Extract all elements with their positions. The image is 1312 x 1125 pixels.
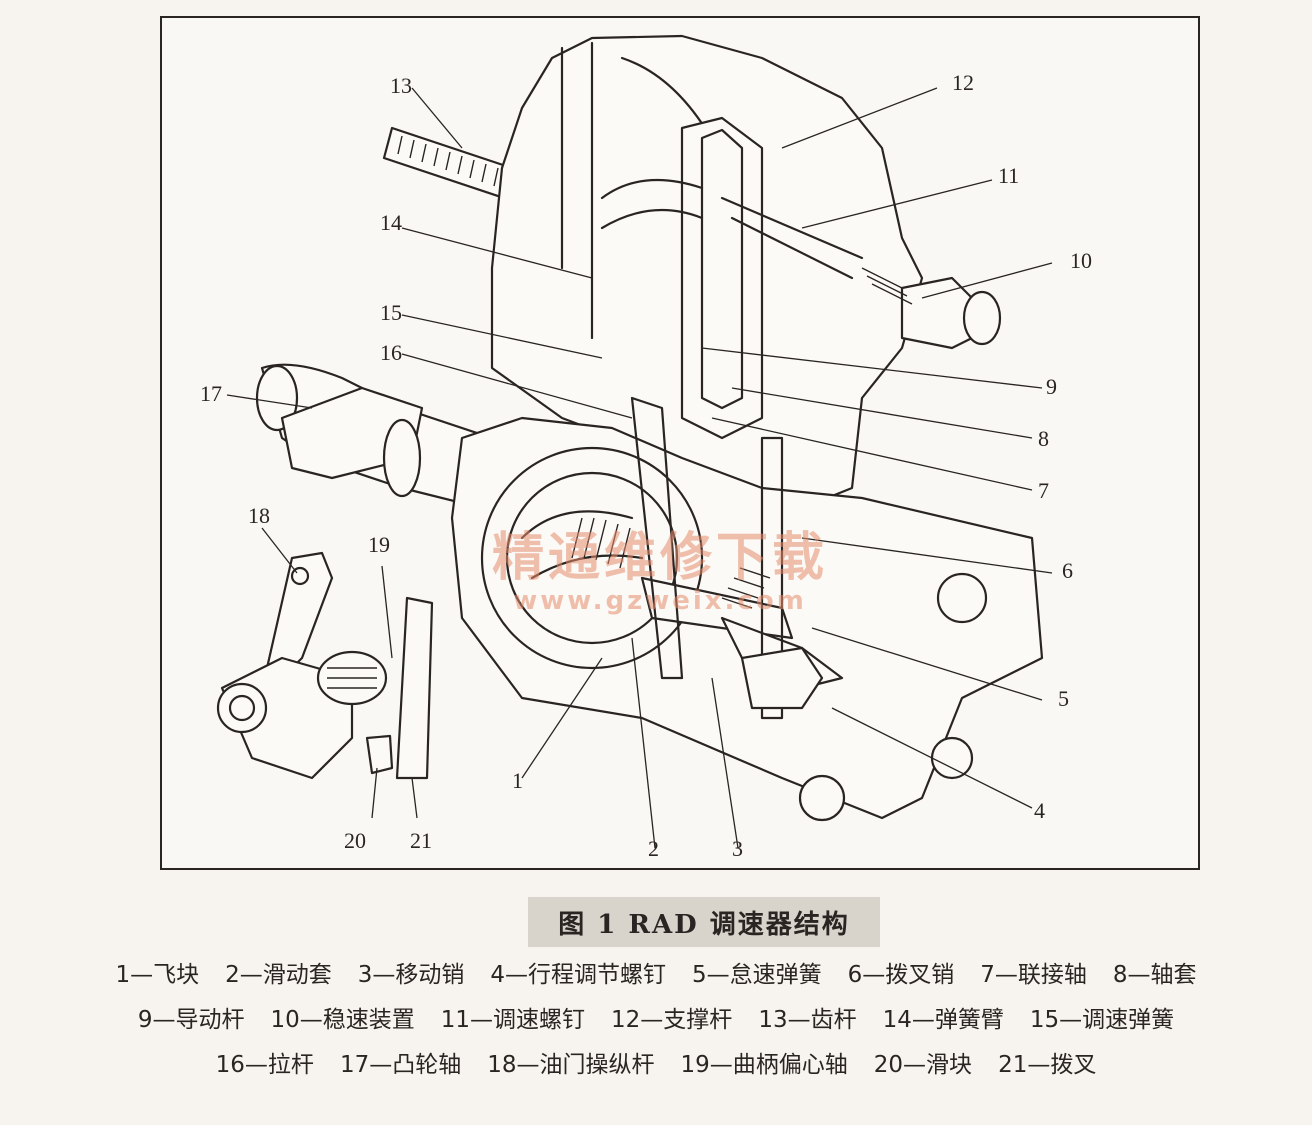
callout-18: 18: [248, 503, 270, 528]
legend-item-4: 4—行程调节螺钉: [490, 962, 666, 988]
legend-item-11: 11—调速螺钉: [440, 1007, 586, 1033]
callout-8: 8: [1038, 426, 1049, 451]
callout-1: 1: [512, 768, 523, 793]
legend-item-2: 2—滑动套: [225, 962, 332, 988]
callout-2: 2: [648, 836, 659, 861]
legend-item-1: 1—飞块: [115, 962, 200, 988]
legend-item-15: 15—调速弹簧: [1029, 1007, 1175, 1033]
leader-lines: [226, 87, 1053, 849]
stabilizer-10: [861, 267, 1002, 350]
legend-item-14: 14—弹簧臂: [882, 1007, 1004, 1033]
callout-16: 16: [380, 340, 402, 365]
legend-item-20: 20—滑块: [873, 1052, 973, 1078]
callout-21: 21: [410, 828, 432, 853]
legend-item-12: 12—支撑杆: [611, 1007, 733, 1033]
legend-item-16: 16—拉杆: [215, 1052, 314, 1078]
callout-15: 15: [380, 300, 402, 325]
legend-item-18: 18—油门操纵杆: [487, 1052, 655, 1078]
legend-item-5: 5—怠速弹簧: [692, 962, 822, 988]
callout-14: 14: [380, 210, 402, 235]
callout-7: 7: [1038, 478, 1049, 503]
callout-19: 19: [368, 532, 390, 557]
callout-5: 5: [1058, 686, 1069, 711]
legend-item-19: 19—曲柄偏心轴: [680, 1052, 848, 1078]
callout-6: 6: [1062, 558, 1073, 583]
callout-12: 12: [952, 70, 974, 95]
callout-labels: 13 12 11 10 14 15 16 17 9 8 7 6 5 4 18 1…: [200, 70, 1092, 861]
housing-upper: [490, 34, 924, 510]
figure-frame: 13 12 11 10 14 15 16 17 9 8 7 6 5 4 18 1…: [160, 16, 1200, 870]
legend-item-9: 9—导动杆: [137, 1007, 245, 1033]
legend-item-17: 17—凸轮轴: [339, 1052, 462, 1078]
callout-10: 10: [1070, 248, 1092, 273]
legend-item-13: 13—齿杆: [758, 1007, 857, 1033]
legend-line-1: 1—飞块 2—滑动套 3—移动销 4—行程调节螺钉 5—怠速弹簧 6—拨叉销 7—联接轴 8—…: [0, 955, 1312, 989]
housing-lower: [450, 396, 1044, 822]
callout-20: 20: [344, 828, 366, 853]
callout-11: 11: [998, 163, 1019, 188]
legend-item-6: 6—拨叉销: [847, 962, 955, 988]
callout-13: 13: [390, 73, 412, 98]
callout-4: 4: [1034, 798, 1045, 823]
figure-caption: 图 1 RAD 调速器结构: [528, 897, 880, 947]
governor-drawing: 13 12 11 10 14 15 16 17 9 8 7 6 5 4 18 1…: [200, 34, 1092, 861]
callout-3: 3: [732, 836, 743, 861]
legend-line-2: 9—导动杆 10—稳速装置 11—调速螺钉 12—支撑杆 13—齿杆 14—弹簧臂 15—调…: [0, 1000, 1312, 1034]
legend-item-7: 7—联接轴: [980, 962, 1087, 988]
legend-line-3: 16—拉杆 17—凸轮轴 18—油门操纵杆 19—曲柄偏心轴 20—滑块 21—拨叉: [0, 1045, 1312, 1079]
legend-item-3: 3—移动销: [357, 962, 465, 988]
callout-9: 9: [1046, 374, 1057, 399]
legend-item-10: 10—稳速装置: [270, 1007, 415, 1033]
eccentric-fork: [316, 596, 434, 780]
callout-17: 17: [200, 381, 222, 406]
legend-item-21: 21—拨叉: [998, 1052, 1097, 1078]
legend-item-8: 8—轴套: [1112, 962, 1197, 988]
